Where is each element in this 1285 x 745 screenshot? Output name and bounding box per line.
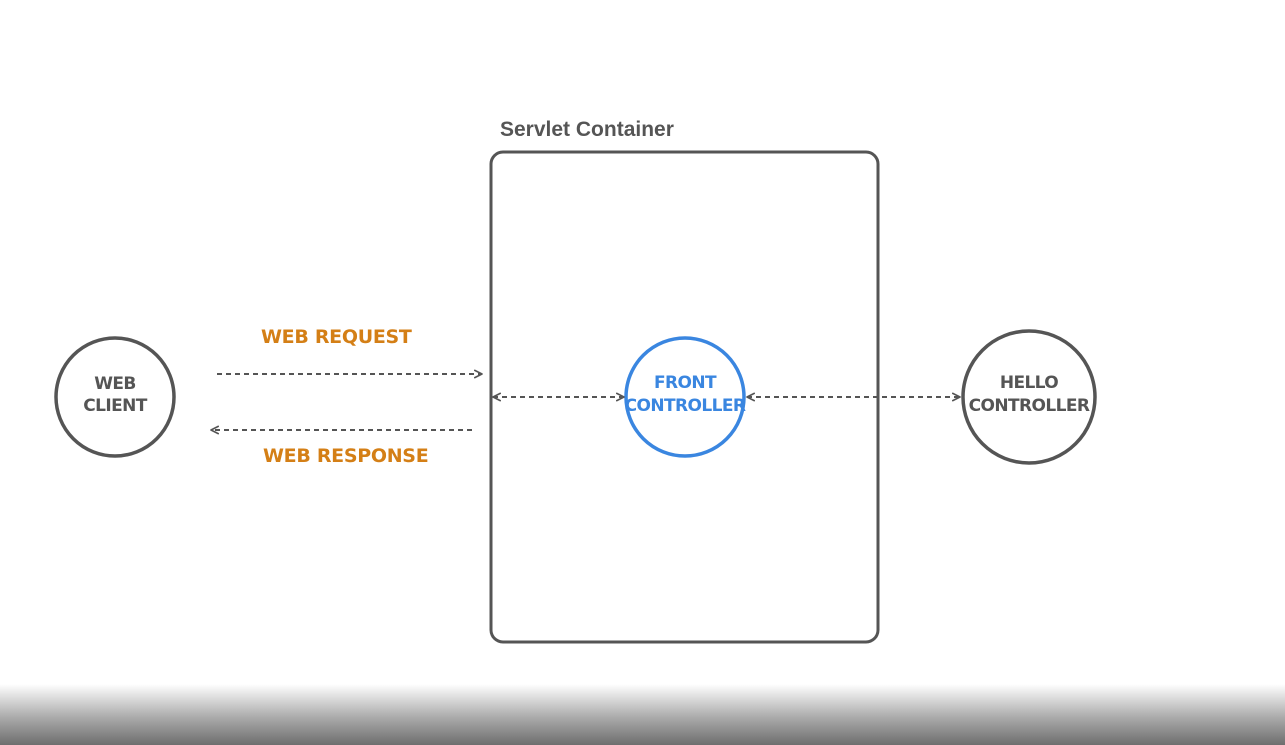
web-client-label-line2: CLIENT [83,396,147,416]
bottom-gradient-overlay [0,684,1285,745]
web-client-node: WEB CLIENT [54,336,176,458]
web-request-label: WEB REQUEST [261,326,412,348]
web-response-label: WEB RESPONSE [263,445,428,467]
container-title: Servlet Container [500,118,674,141]
hello-controller-circle [961,329,1097,465]
front-controller-node: FRONT CONTROLLER [624,336,746,458]
hello-controller-label-line1: HELLO [1000,373,1058,393]
hello-controller-node: HELLO CONTROLLER [961,329,1097,465]
web-client-circle [54,336,176,458]
hello-controller-label-line2: CONTROLLER [969,396,1090,416]
front-controller-circle [624,336,746,458]
front-controller-label-line1: FRONT [654,373,717,393]
web-client-label-line1: WEB [94,374,136,394]
front-controller-label-line2: CONTROLLER [625,396,746,416]
